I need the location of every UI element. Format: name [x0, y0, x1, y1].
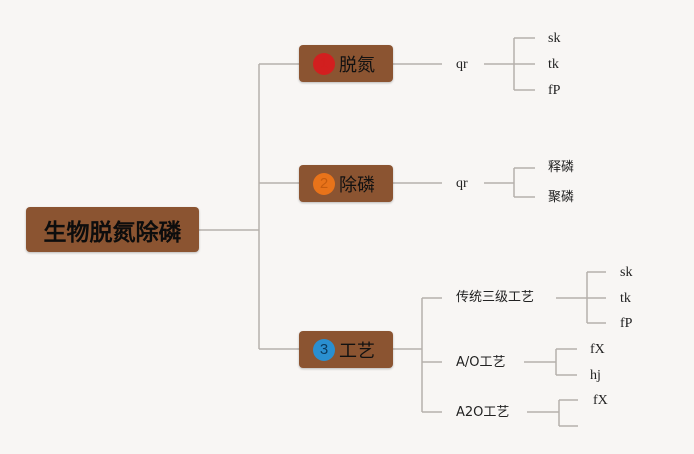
- b3-c2-leaf-1[interactable]: fX: [590, 342, 605, 357]
- connector-b3-c3-sub: [527, 399, 578, 427]
- b1-leaf-2[interactable]: tk: [548, 57, 559, 72]
- root-label: 生物脱氮除磷: [43, 219, 182, 246]
- b2-leaf-2[interactable]: 聚磷: [548, 190, 575, 205]
- branch-node-2[interactable]: 2 除磷: [299, 165, 393, 202]
- connector-b2-sub: [484, 167, 535, 198]
- b3-c1-leaf-3[interactable]: fP: [620, 316, 633, 331]
- b3-child-label-3[interactable]: A2O工艺: [456, 405, 510, 420]
- branch-node-1[interactable]: 1 脱氮: [299, 45, 393, 82]
- b3-child-label-2[interactable]: A/O工艺: [456, 355, 506, 370]
- connector-b1-sub: [484, 37, 535, 91]
- b3-c2-leaf-2[interactable]: hj: [590, 368, 601, 383]
- branch-label-1: 脱氮: [339, 54, 375, 76]
- b3-child-label-1[interactable]: 传统三级工艺: [456, 290, 535, 305]
- branch-node-3[interactable]: 3 工艺: [299, 331, 393, 368]
- b3-c3-leaf-1[interactable]: fX: [593, 393, 608, 408]
- b2-child-label[interactable]: qr: [456, 176, 468, 191]
- root-node[interactable]: 生物脱氮除磷: [26, 207, 199, 252]
- b1-leaf-3[interactable]: fP: [548, 83, 561, 98]
- branch-label-2: 除磷: [339, 174, 375, 196]
- b1-child-label[interactable]: qr: [456, 57, 468, 72]
- b1-leaf-1[interactable]: sk: [548, 31, 561, 46]
- branch-label-3: 工艺: [339, 340, 375, 362]
- b2-leaf-1[interactable]: 释磷: [548, 160, 575, 175]
- connector-b3-fork: [393, 297, 442, 413]
- connector-b3-c1-sub: [556, 271, 606, 324]
- b3-c1-leaf-2[interactable]: tk: [620, 291, 631, 306]
- connector-b3-c2-sub: [524, 348, 577, 376]
- badge-2: 2: [313, 172, 335, 195]
- badge-3: 3: [313, 338, 335, 361]
- badge-1: 1: [313, 52, 335, 75]
- b3-c1-leaf-1[interactable]: sk: [620, 265, 633, 280]
